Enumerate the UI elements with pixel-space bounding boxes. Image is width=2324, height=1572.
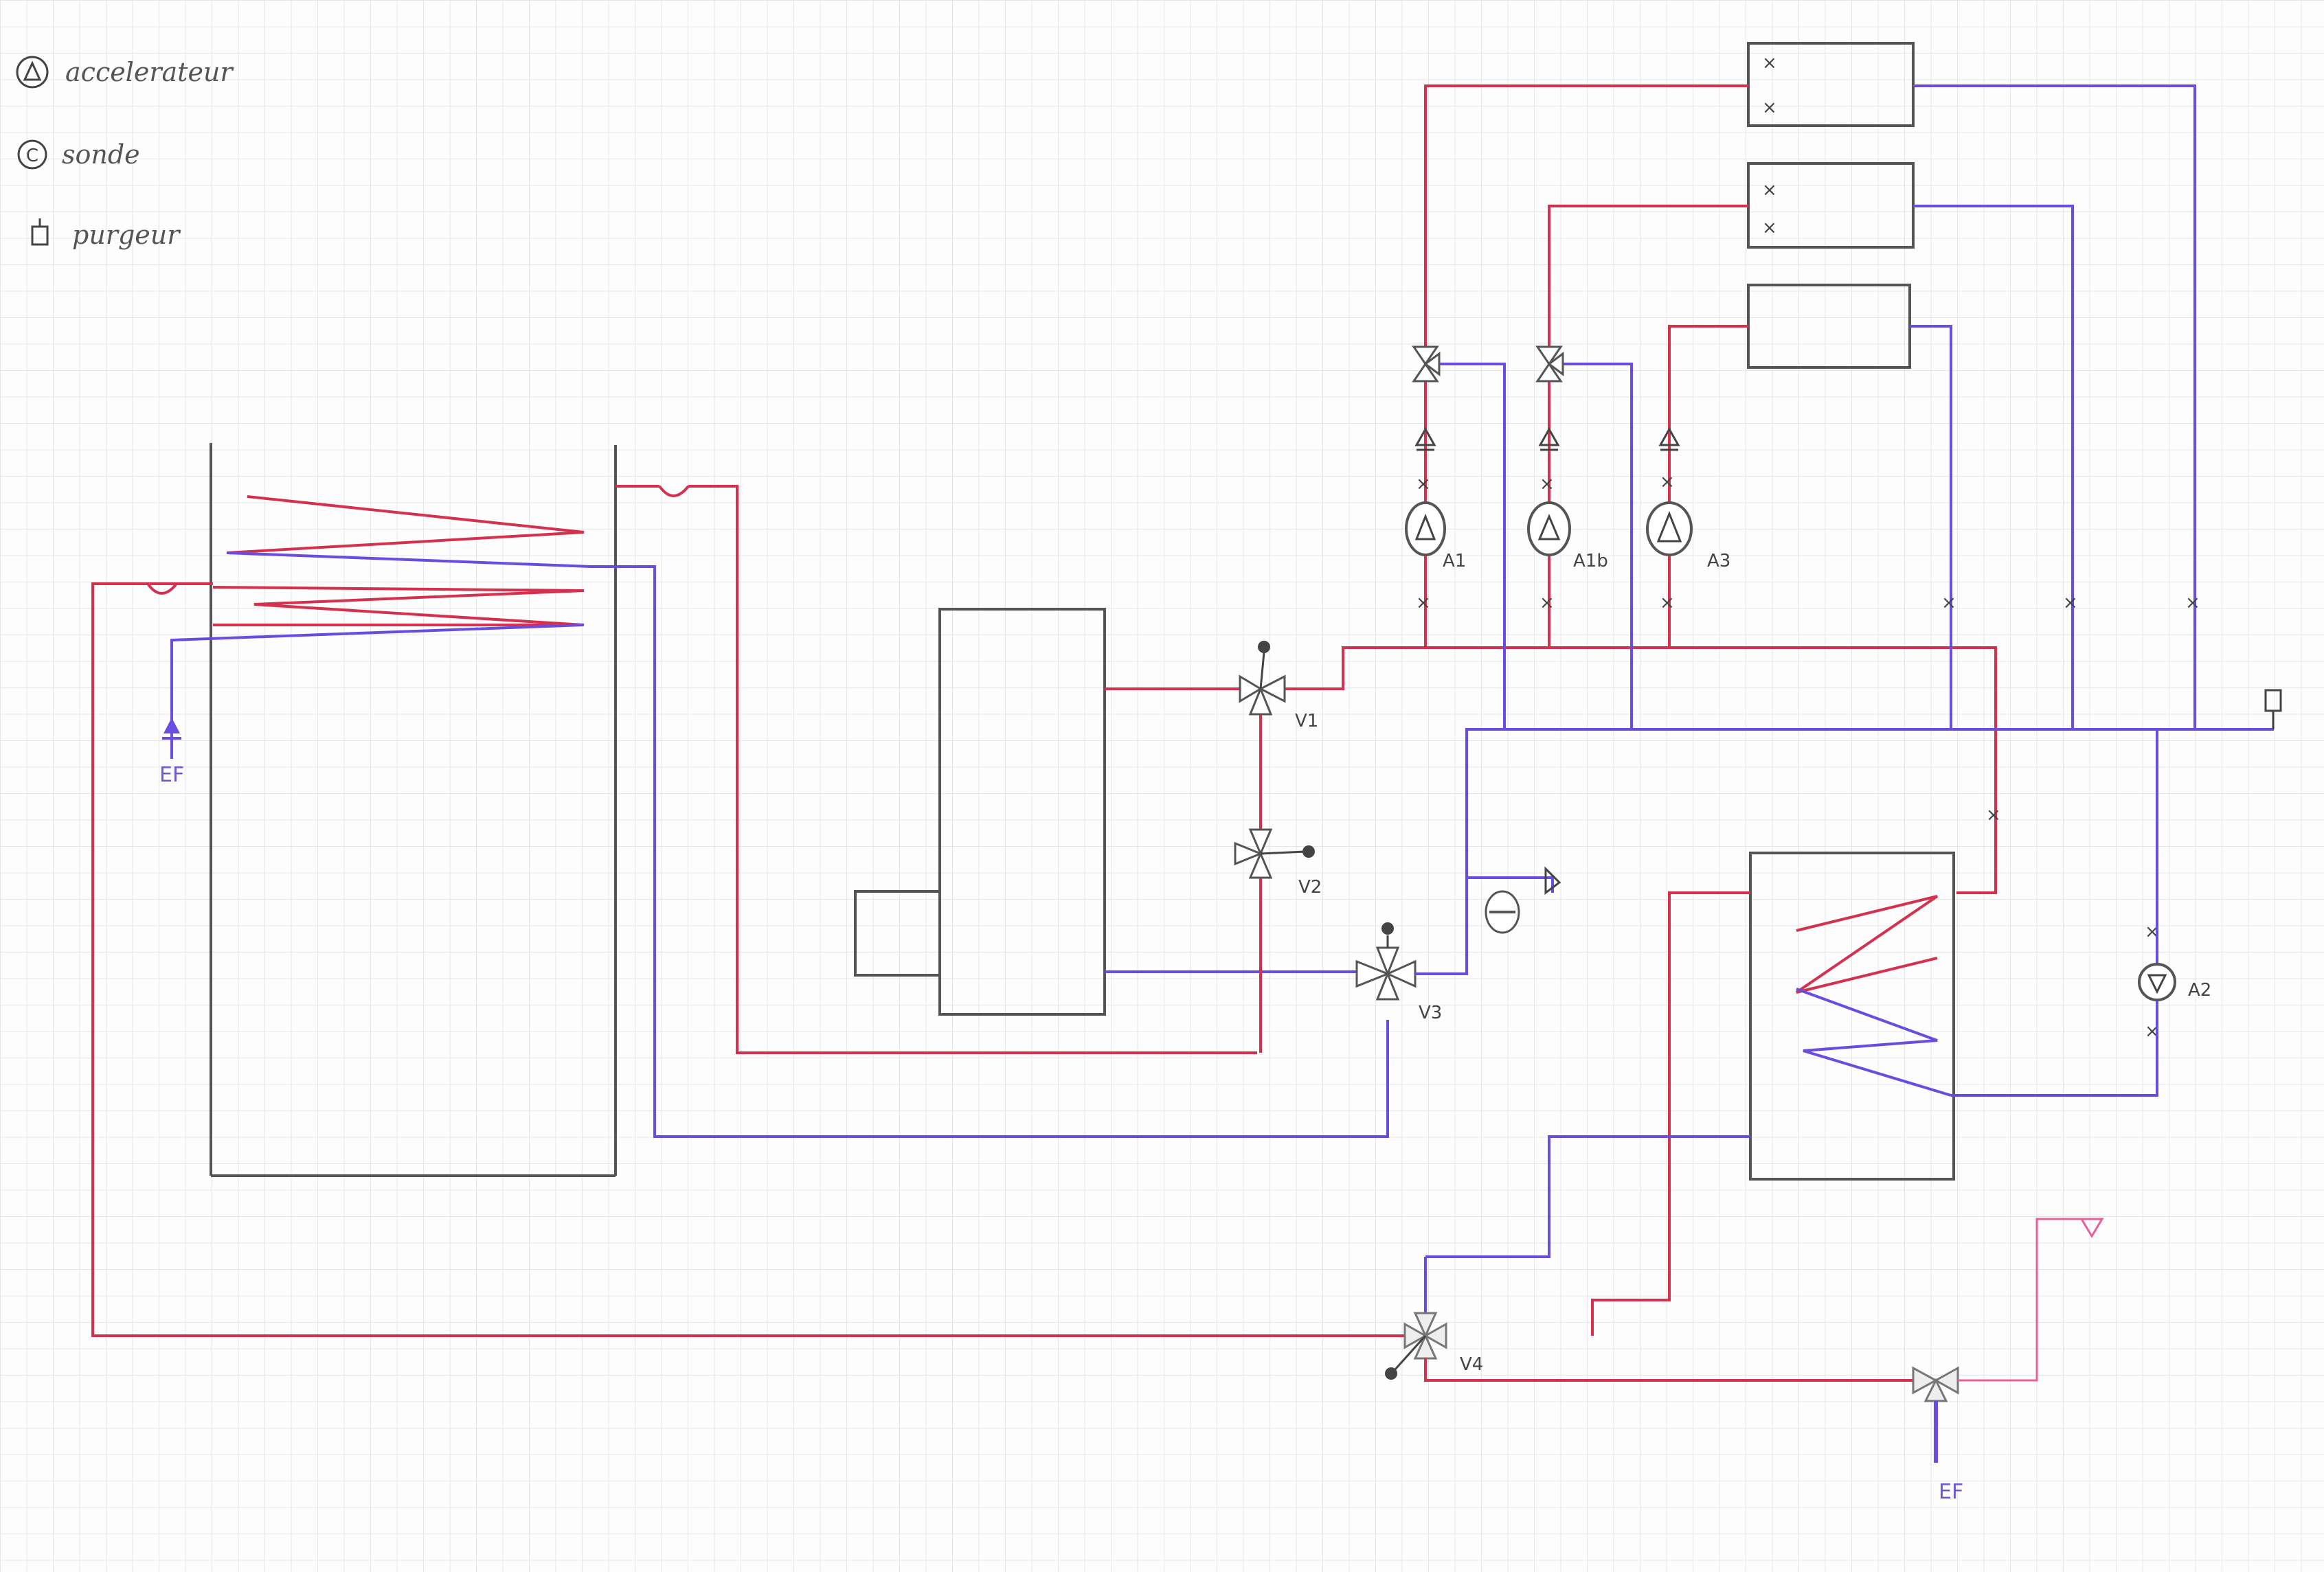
circuit-a1b-supply <box>1548 205 1748 648</box>
v3-label: V3 <box>1419 1003 1442 1023</box>
circuit-a3-return <box>1910 325 1952 729</box>
radiator-3 <box>1747 284 1911 369</box>
radiator-2-purge-icon: ⨯ <box>1762 218 1777 238</box>
tank-upper-coil-hot <box>226 495 585 554</box>
valve-v4[interactable]: V4 <box>1385 1312 1483 1380</box>
legend-purgeur-label: purgeur <box>72 220 181 250</box>
exchanger-outlet-pipe <box>1425 1135 1750 1258</box>
heat-exchanger <box>1749 852 1955 1181</box>
storage-tank: EF <box>91 443 1405 1337</box>
circuit-a1-supply <box>1424 84 1748 648</box>
v1-label: V1 <box>1295 711 1318 731</box>
legend-sonde-label: sonde <box>62 139 140 170</box>
circuit-a3-supply <box>1668 325 1748 648</box>
dhw-tap-icon <box>2079 1218 2104 1238</box>
a1b-label: A1b <box>1573 551 1608 571</box>
isolation-valve-icon: ⨯ <box>1941 593 1956 613</box>
legend-purgeur: purgeur <box>31 218 181 250</box>
radiator-2-valve-icon: ⨯ <box>1762 180 1777 201</box>
circuit-a1-return <box>1913 84 2196 729</box>
isolation-valve-icon: ⨯ <box>2185 593 2200 613</box>
valve-v1[interactable]: V1 <box>1239 641 1318 731</box>
exchanger-coil-hot <box>1795 895 1939 994</box>
ef-left-arrow-icon <box>163 718 180 733</box>
tank-lower-coil-hot <box>212 586 585 626</box>
v2-label: V2 <box>1298 877 1322 898</box>
sonde-probe <box>1485 890 1520 934</box>
sonde-symbol: C <box>26 146 38 166</box>
pump-a1b-icon <box>1527 501 1571 556</box>
v2-actuator-icon <box>1302 845 1315 858</box>
return-header-pipe <box>1415 728 2226 975</box>
a1-label: A1 <box>1443 551 1466 571</box>
a2-label: A2 <box>2188 980 2211 1001</box>
isolation-valve-icon: ⨯ <box>1539 593 1555 613</box>
check-valve-a1 <box>1414 426 1436 451</box>
isolation-valve-icon: ⨯ <box>1986 805 2001 825</box>
isolation-valve-icon: ⨯ <box>1416 474 1431 494</box>
accelerateur-legend-icon <box>16 56 49 89</box>
supply-header-pipe <box>1285 646 1997 894</box>
exchanger-supply-pipe <box>1591 891 1750 1336</box>
v1-actuator-icon <box>1258 641 1270 653</box>
zone-valve-1[interactable] <box>1412 345 1441 383</box>
pump-a1[interactable]: A1 <box>1405 501 1466 571</box>
sonde-legend-icon <box>17 139 47 170</box>
valve-v3[interactable]: V3 <box>1355 922 1442 1023</box>
legend-accelerateur-label: accelerateur <box>65 57 234 87</box>
isolation-valve-icon: ⨯ <box>1416 593 1431 613</box>
isolation-valve-icon: ⨯ <box>1539 474 1555 494</box>
pump-a3-icon <box>1646 501 1693 556</box>
a3-label: A3 <box>1707 551 1730 571</box>
boiler-supply-pipe <box>688 485 1257 1054</box>
mixing-valve-dhw[interactable] <box>1912 1366 1959 1402</box>
exchanger-coil-cold <box>1796 988 1952 1097</box>
ef-left-label: EF <box>159 763 184 787</box>
dhw-mix-pipe <box>1424 1358 1913 1382</box>
isolation-valve-icon: ⨯ <box>2063 593 2078 613</box>
purgeur-icon <box>2264 689 2282 712</box>
v3-actuator-icon <box>1381 922 1394 935</box>
valve-v2[interactable]: V2 <box>1234 828 1322 898</box>
radiator-1-valve-icon: ⨯ <box>1762 53 1777 73</box>
v4-label: V4 <box>1460 1354 1483 1375</box>
tank-dhw-return-pipe <box>91 582 1405 1337</box>
pump-a1-icon <box>1405 501 1446 556</box>
v4-actuator-icon <box>1385 1367 1397 1380</box>
ef-bottom-label: EF <box>1939 1480 1963 1504</box>
tank-lower-coil-cold <box>170 624 585 711</box>
tank-return-pipe <box>591 565 1389 1138</box>
isolation-valve-icon: ⨯ <box>1660 472 1675 492</box>
safety-valve-icon <box>1544 866 1561 895</box>
legend-accelerateur: accelerateur <box>16 56 234 89</box>
pump-a2[interactable]: A2 <box>2138 963 2211 1001</box>
check-valve-a3 <box>1658 426 1680 451</box>
radiator-1-purge-icon: ⨯ <box>1762 98 1777 118</box>
tank-upper-coil-cold <box>226 551 591 568</box>
legend-sonde: C sonde <box>17 139 140 170</box>
purgeur-header <box>2226 689 2282 731</box>
boiler-burner <box>854 890 941 977</box>
purgeur-legend-icon <box>31 225 49 246</box>
dhw-outlet-pipe <box>1958 1218 2082 1382</box>
pump-a3[interactable]: A3 <box>1646 501 1730 571</box>
zone-valve-2[interactable] <box>1535 345 1564 383</box>
pump-a1b[interactable]: A1b <box>1527 501 1608 571</box>
boiler <box>854 608 1357 1016</box>
boiler-body <box>938 608 1106 1016</box>
circuit-a1b-return <box>1913 205 2074 729</box>
triangle-icon <box>23 60 42 81</box>
check-valve-a1b <box>1538 426 1560 451</box>
exchanger-return-pipe <box>1951 729 2158 1097</box>
legend: accelerateur C sonde purgeur <box>16 56 234 250</box>
pump-a2-icon <box>2138 963 2176 1001</box>
isolation-valve-icon: ⨯ <box>1660 593 1675 613</box>
